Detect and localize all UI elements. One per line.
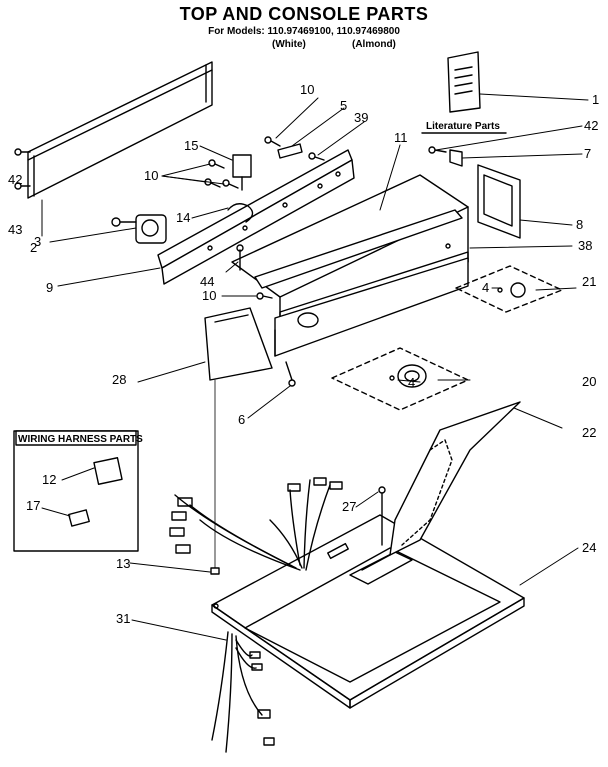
callout-24: 24 <box>582 540 596 555</box>
callout-28: 28 <box>112 372 126 387</box>
callout-7: 7 <box>584 146 591 161</box>
callout-3: 3 <box>34 234 41 249</box>
knob-set-21 <box>455 265 563 313</box>
callout-17: 17 <box>26 498 40 513</box>
callout-4-lower: 4 <box>408 375 415 390</box>
callout-8: 8 <box>576 217 583 232</box>
wiring-harness-upper <box>169 477 343 571</box>
models-line: For Models: 110.97469100, 110.97469800 <box>208 26 400 37</box>
clip-part-5 <box>277 143 303 159</box>
screw-6 <box>285 361 296 387</box>
rear-panel <box>27 61 213 199</box>
callout-6: 6 <box>238 412 245 427</box>
callout-20: 20 <box>582 374 596 389</box>
main-top <box>211 514 525 709</box>
color-almond-label: (Almond) <box>352 39 396 50</box>
console-endcap <box>204 307 273 381</box>
callout-43: 43 <box>8 222 22 237</box>
screw-10-top <box>264 136 281 147</box>
callout-13: 13 <box>116 556 130 571</box>
knob-set-20 <box>331 347 469 411</box>
wiring-parts-box <box>13 430 139 552</box>
callout-2: 2 <box>30 240 37 255</box>
callout-39: 39 <box>354 110 368 125</box>
callout-42-left: 42 <box>8 172 22 187</box>
part-7-clip <box>449 149 463 167</box>
callout-1: 1 <box>592 92 599 107</box>
callout-12: 12 <box>42 472 56 487</box>
callout-10-top: 10 <box>300 82 314 97</box>
callout-10-lower: 10 <box>202 288 216 303</box>
callout-42-right: 42 <box>584 118 598 133</box>
part-13-clip <box>210 567 220 575</box>
literature-parts-label: Literature Parts <box>426 121 500 132</box>
wire-part-14 <box>227 203 254 223</box>
wiring-harness-lower <box>211 631 275 753</box>
lint-filter-duct <box>361 401 521 571</box>
page-title: TOP AND CONSOLE PARTS <box>179 4 429 24</box>
screw-10-lower <box>256 292 273 300</box>
callout-38: 38 <box>578 238 592 253</box>
color-white-label: (White) <box>272 39 306 50</box>
part-44 <box>236 244 244 271</box>
callout-15: 15 <box>184 138 198 153</box>
control-panel-bracket <box>157 149 355 285</box>
callout-22: 22 <box>582 425 596 440</box>
screw-42-left <box>14 148 31 156</box>
leader-lines <box>41 93 589 641</box>
screw-39 <box>308 152 325 161</box>
screw-43-left <box>14 182 31 190</box>
right-endcap <box>477 164 521 239</box>
switch-part-15 <box>232 154 252 191</box>
callout-9: 9 <box>46 280 53 295</box>
callout-14: 14 <box>176 210 190 225</box>
callout-21: 21 <box>582 274 596 289</box>
timer-motor <box>111 214 167 244</box>
literature-booklet <box>447 51 481 113</box>
callout-44: 44 <box>200 274 214 289</box>
callout-4-upper: 4 <box>482 280 489 295</box>
callout-27: 27 <box>342 499 356 514</box>
callout-10-left: 10 <box>144 168 158 183</box>
wiring-harness-parts-label: WIRING HARNESS PARTS <box>18 434 143 445</box>
callout-5: 5 <box>340 98 347 113</box>
console-body <box>274 243 469 357</box>
callout-11: 11 <box>394 130 408 145</box>
callout-31: 31 <box>116 611 130 626</box>
